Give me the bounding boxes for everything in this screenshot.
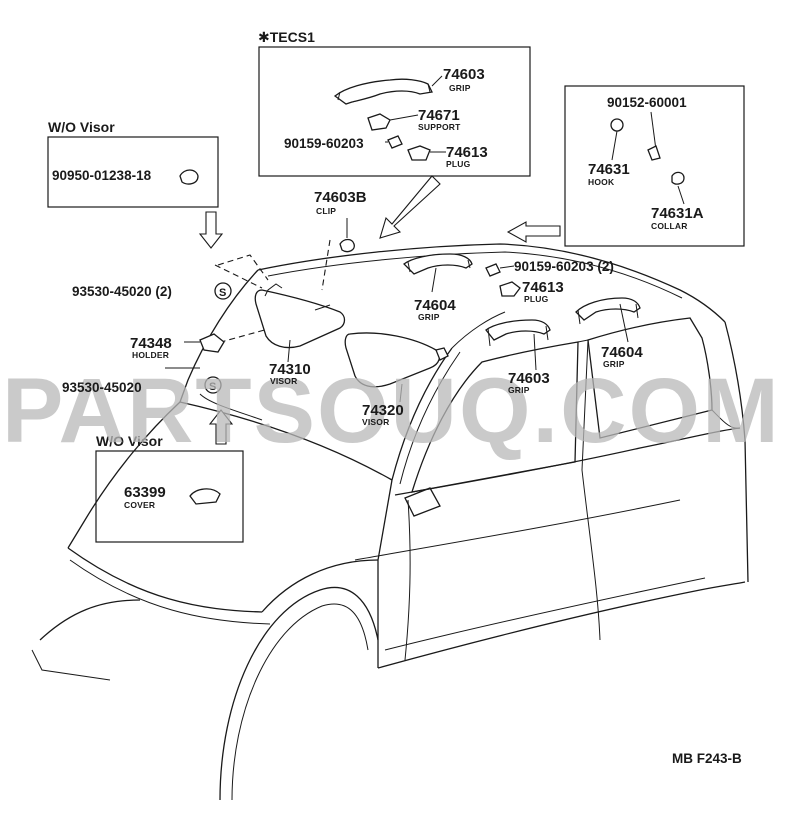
screw-90152-shape (647, 145, 661, 161)
label-74310-name: VISOR (270, 376, 297, 386)
label-74348-number: 74348 (130, 335, 172, 352)
label-74631-number: 74631 (588, 161, 630, 178)
label-74604-right-name: GRIP (603, 359, 625, 369)
hook-74631-shape (610, 118, 624, 132)
hook-collar-box (564, 85, 745, 247)
wo-visor-top-frame (47, 136, 219, 208)
label-90950-number: 90950-01238-18 (52, 168, 152, 183)
tecs-option-box: ✱TECS1 (258, 29, 531, 177)
grip-74603-main-shape (485, 319, 551, 341)
visor-74320-hinge (435, 347, 449, 361)
support-74671-shape (367, 113, 391, 131)
grip-74604-right-shape (575, 297, 641, 321)
wo-visor-top-box: W/O Visor (47, 119, 219, 208)
fastener-90950-shape (179, 169, 199, 185)
label-93530-top-number: 93530-45020 (2) (72, 284, 172, 299)
wo-visor-top-header: W/O Visor (48, 119, 115, 135)
visor-74310-shape (254, 289, 346, 349)
tecs-box-header: ✱TECS1 (258, 29, 315, 45)
plug-74613-tecs-shape (407, 145, 431, 161)
arrow-tecs-to-roof (379, 175, 441, 239)
s-mark-top: S (214, 282, 232, 300)
arrow-up-wo-visor (208, 409, 234, 445)
svg-text:S: S (219, 287, 226, 299)
screw-90159-tecs-shape (387, 135, 403, 149)
label-74603b-name: CLIP (316, 206, 336, 216)
s-mark-bottom: S (204, 376, 222, 394)
svg-text:S: S (209, 381, 216, 393)
label-74671-name: SUPPORT (418, 122, 461, 132)
label-93530-bottom-number: 93530-45020 (62, 380, 142, 395)
label-74603-tecs-name: GRIP (449, 83, 471, 93)
screw-90159-main-shape (485, 263, 501, 277)
label-74348-name: HOLDER (132, 350, 169, 360)
wo-visor-bottom-box: W/O Visor (95, 433, 244, 543)
label-74603-main-name: GRIP (508, 385, 530, 395)
wo-visor-bottom-frame (95, 450, 244, 543)
label-74603-tecs-number: 74603 (443, 66, 485, 83)
label-74603b-number: 74603B (314, 189, 367, 206)
cover-63399-shape (189, 488, 221, 505)
label-74603-main-number: 74603 (508, 370, 550, 387)
label-74613-tecs-name: PLUG (446, 159, 471, 169)
clip-74603b-shape (339, 238, 355, 253)
label-74631a-name: COLLAR (651, 221, 688, 231)
label-63399-number: 63399 (124, 484, 166, 501)
pointer-arrows (198, 175, 561, 445)
arrow-hook-to-roof (506, 221, 561, 243)
figure-code: MB F243-B (672, 751, 742, 766)
label-74320-name: VISOR (362, 417, 389, 427)
label-74631a-number: 74631A (651, 205, 704, 222)
label-74310-number: 74310 (269, 361, 311, 378)
car-body-outline (31, 243, 749, 801)
grip-74603-tecs-shape (333, 78, 433, 105)
label-74604-left-name: GRIP (418, 312, 440, 322)
label-74613-main-number: 74613 (522, 279, 564, 296)
callout-labels: 74603 GRIP 74671 SUPPORT 90159-60203 746… (52, 66, 742, 766)
label-90159-tecs-number: 90159-60203 (284, 136, 364, 151)
label-74604-left-number: 74604 (414, 297, 456, 314)
label-74613-tecs-number: 74613 (446, 144, 488, 161)
label-74320-number: 74320 (362, 402, 404, 419)
label-74604-right-number: 74604 (601, 344, 643, 361)
hook-box-frame (564, 85, 745, 247)
tecs-box-frame (258, 46, 531, 177)
main-parts: S S (165, 218, 641, 421)
label-74631-name: HOOK (588, 177, 615, 187)
holder-74348-shape (199, 333, 225, 353)
wo-visor-bottom-header: W/O Visor (96, 433, 163, 449)
label-90159-main-number: 90159-60203 (2) (514, 259, 614, 274)
plug-74613-main-shape (499, 281, 521, 297)
label-74613-main-name: PLUG (524, 294, 549, 304)
grip-74604-left-shape (403, 253, 473, 275)
label-90152-number: 90152-60001 (607, 95, 687, 110)
label-74671-number: 74671 (418, 107, 460, 124)
arrow-down-wo-visor (198, 211, 224, 249)
label-63399-name: COVER (124, 500, 155, 510)
visor-74320-shape (344, 332, 441, 388)
watermark: PARTSOUQ.COM (2, 360, 781, 462)
collar-74631a-shape (671, 171, 685, 185)
